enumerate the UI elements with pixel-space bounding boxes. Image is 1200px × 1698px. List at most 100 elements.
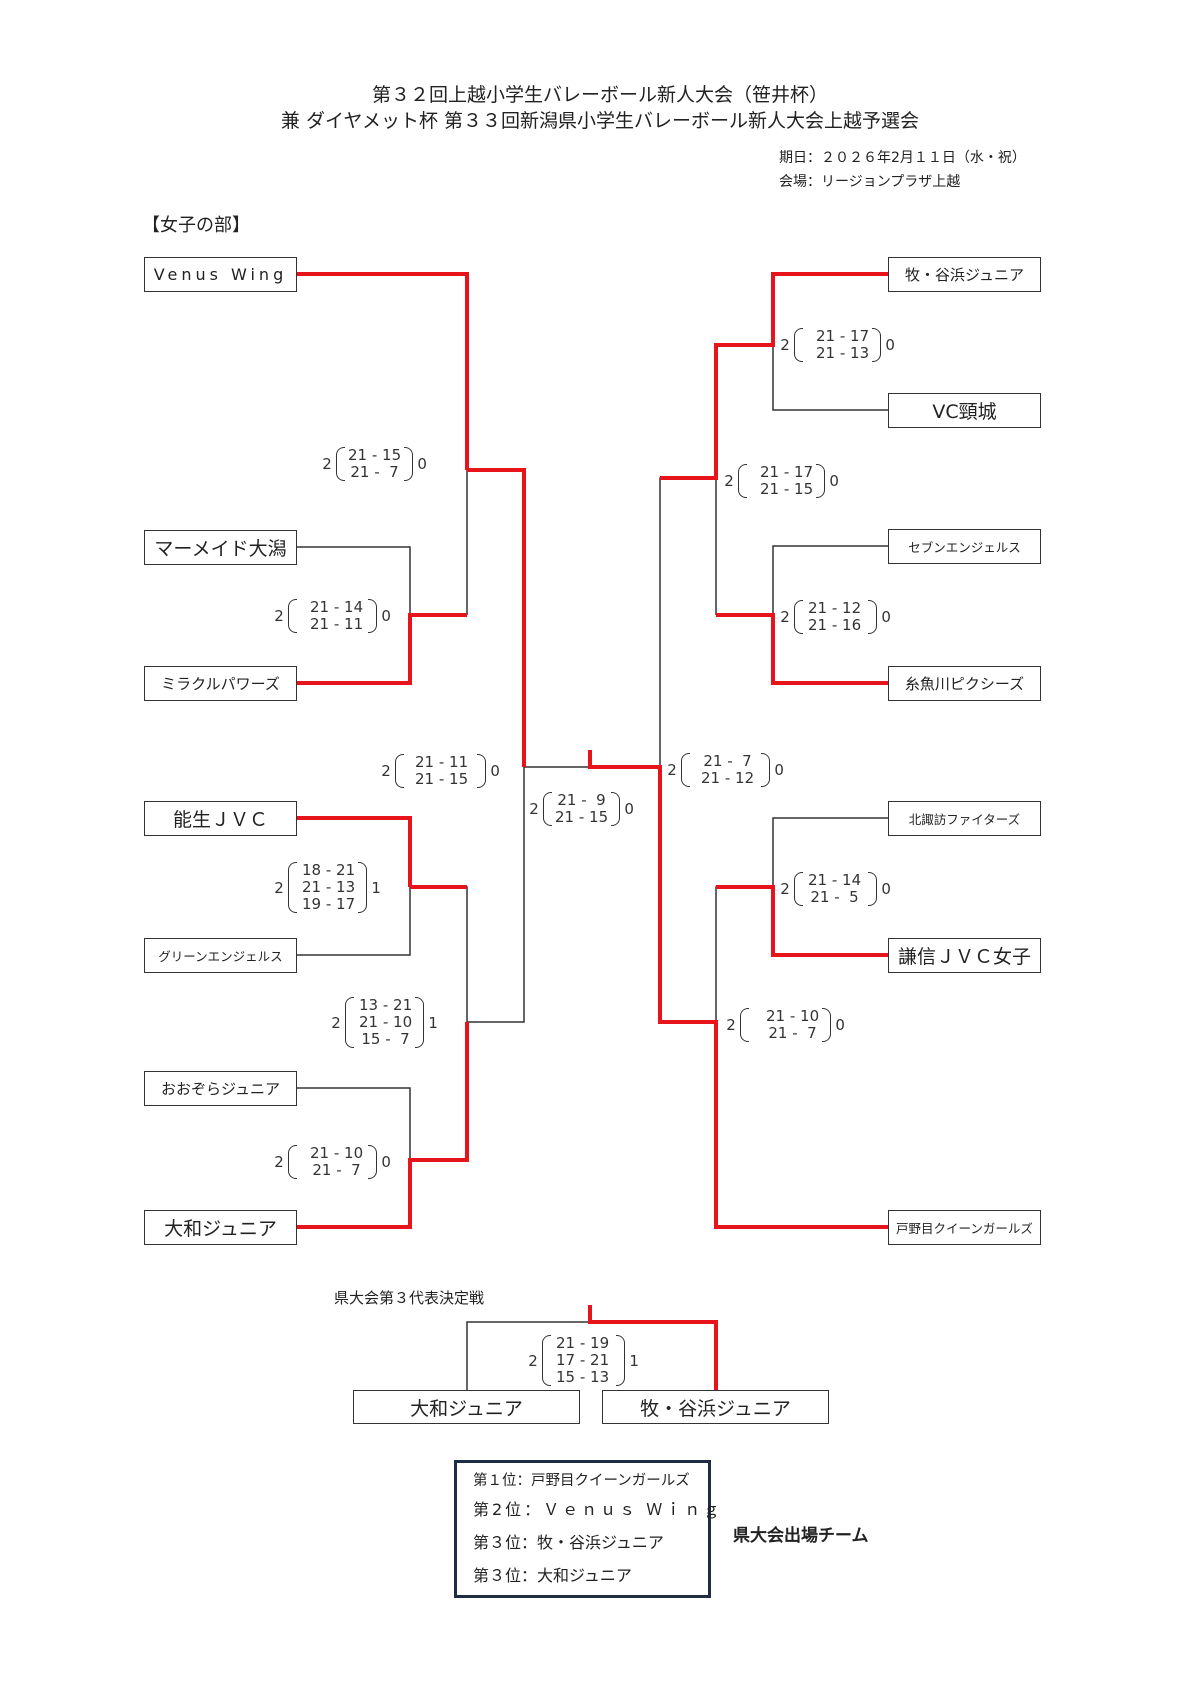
sets-lost: 0 [381, 1153, 391, 1171]
line-green [297, 887, 411, 956]
sets-lost: 0 [835, 1016, 845, 1034]
sets-won: 2 [780, 336, 790, 354]
win-tonome [658, 767, 888, 1229]
team-maki-tanihama-junior: 牧・谷浜ジュニア [888, 257, 1041, 292]
ranking-box: 第１位：戸野目クイーンガールズ 第2位：Ｖｅｎｕｓ Ｗｉｎｇ 第３位：牧・谷浜ジ… [454, 1460, 719, 1598]
sets-lost: 0 [774, 761, 784, 779]
set-score: 15 - 7 [361, 1030, 410, 1048]
line-oozora [297, 1087, 411, 1160]
set-score: 21 - 15 [415, 770, 469, 788]
third-playoff-team-yamato: 大和ジュニア [353, 1390, 580, 1424]
set-score: 13 - 21 [359, 996, 413, 1014]
title-line-1: 第３２回上越小学生バレーボール新人大会（笹井杯） [371, 84, 828, 106]
sets-won: 2 [529, 800, 539, 818]
sets-lost: 0 [381, 607, 391, 625]
win-final [588, 750, 662, 1022]
event-venue: 会場：リージョンプラザ上越 [779, 174, 961, 190]
sets-won: 2 [274, 878, 284, 897]
set-score: 21 - 16 [808, 616, 862, 634]
team-oozora-junior: おおぞらジュニア [144, 1071, 297, 1106]
sets-lost: 0 [829, 472, 839, 490]
winner-lines [297, 272, 888, 1390]
section-title: 【女子の部】 [142, 215, 250, 236]
set-score: 21 - 12 [701, 769, 755, 787]
sets-lost: 0 [885, 336, 895, 354]
set-score: 21 - 10 [359, 1013, 413, 1031]
set-score: 21 - 13 [816, 344, 870, 362]
set-score: 21 - 7 [768, 1024, 817, 1042]
sets-won: 2 [780, 880, 790, 898]
team-vc-kubiki: VC頸城 [888, 393, 1041, 428]
event-date: 期日：２０２６年2月１１日（水・祝） [779, 150, 1026, 166]
team-itoigawa-pixies: 糸魚川ピクシーズ [888, 666, 1041, 701]
set-score: 21 - 11 [310, 615, 364, 633]
line-seven [772, 545, 888, 615]
line-vc-kubiki [772, 345, 888, 411]
set-score: 21 - 12 [808, 599, 862, 617]
team-kitasuwa-fighters: 北諏訪ファイターズ [888, 801, 1041, 836]
set-score: 21 - 11 [415, 753, 469, 771]
sets-won: 2 [331, 1013, 341, 1032]
set-score: 21 - 17 [816, 327, 870, 345]
team-seven-angels: セブンエンジェルス [888, 529, 1041, 564]
sets-won: 2 [274, 1153, 284, 1171]
set-score: 21 - 19 [556, 1334, 610, 1352]
team-nou-jvc: 能生ＪＶＣ [144, 801, 297, 836]
sets-won: 2 [528, 1351, 538, 1370]
set-score: 21 - 13 [302, 878, 356, 896]
rank-3a: 第３位：牧・谷浜ジュニア [473, 1533, 664, 1552]
win-maki [660, 272, 888, 480]
sets-won: 2 [780, 608, 790, 626]
set-score: 21 - 14 [808, 871, 862, 889]
sets-won: 2 [726, 1016, 736, 1034]
set-score: 19 - 17 [302, 895, 356, 913]
third-playoff-team-maki: 牧・谷浜ジュニア [602, 1390, 829, 1424]
set-score: 21 - 7 [703, 752, 752, 770]
sets-won: 2 [274, 607, 284, 625]
team-venus-wing: Venus Wing [144, 257, 297, 292]
set-score: 17 - 21 [556, 1351, 610, 1369]
set-score: 21 - 10 [310, 1144, 364, 1162]
set-score: 21 - 17 [760, 463, 814, 481]
rank-1: 第１位：戸野目クイーンガールズ [473, 1473, 690, 1489]
set-score: 18 - 21 [302, 861, 356, 879]
sets-lost: 0 [624, 800, 634, 818]
title-line-2: 兼 ダイヤメット杯 第３３回新潟県小学生バレーボール新人大会上越予選会 [280, 110, 920, 132]
sets-lost: 0 [881, 880, 891, 898]
set-score: 21 - 15 [760, 480, 814, 498]
sets-lost: 0 [490, 762, 500, 780]
team-kenshin-jvc-girls: 謙信ＪＶＣ女子 [888, 938, 1041, 973]
line-third-left [466, 1321, 590, 1390]
set-score: 21 - 9 [557, 791, 606, 809]
set-score: 21 - 15 [348, 446, 402, 464]
sets-lost: 1 [428, 1013, 438, 1032]
rank-3b: 第３位：大和ジュニア [473, 1566, 632, 1585]
sets-lost: 1 [629, 1351, 639, 1370]
win-venus-r2 [467, 468, 526, 767]
qualify-label: 県大会出場チーム [733, 1526, 869, 1546]
set-score: 21 - 15 [555, 808, 609, 826]
line-r-r2b-top [715, 886, 773, 1022]
win-itoigawa [716, 613, 888, 685]
sets-won: 2 [381, 762, 391, 780]
set-score: 21 - 7 [350, 463, 399, 481]
team-mermaid-ogata: マーメイド大潟 [144, 530, 297, 565]
sets-lost: 0 [881, 608, 891, 626]
sets-won: 2 [724, 472, 734, 490]
win-nou [297, 816, 412, 887]
line-r-semi-top [659, 477, 716, 767]
team-miracle-powers: ミラクルパワーズ [144, 666, 297, 701]
